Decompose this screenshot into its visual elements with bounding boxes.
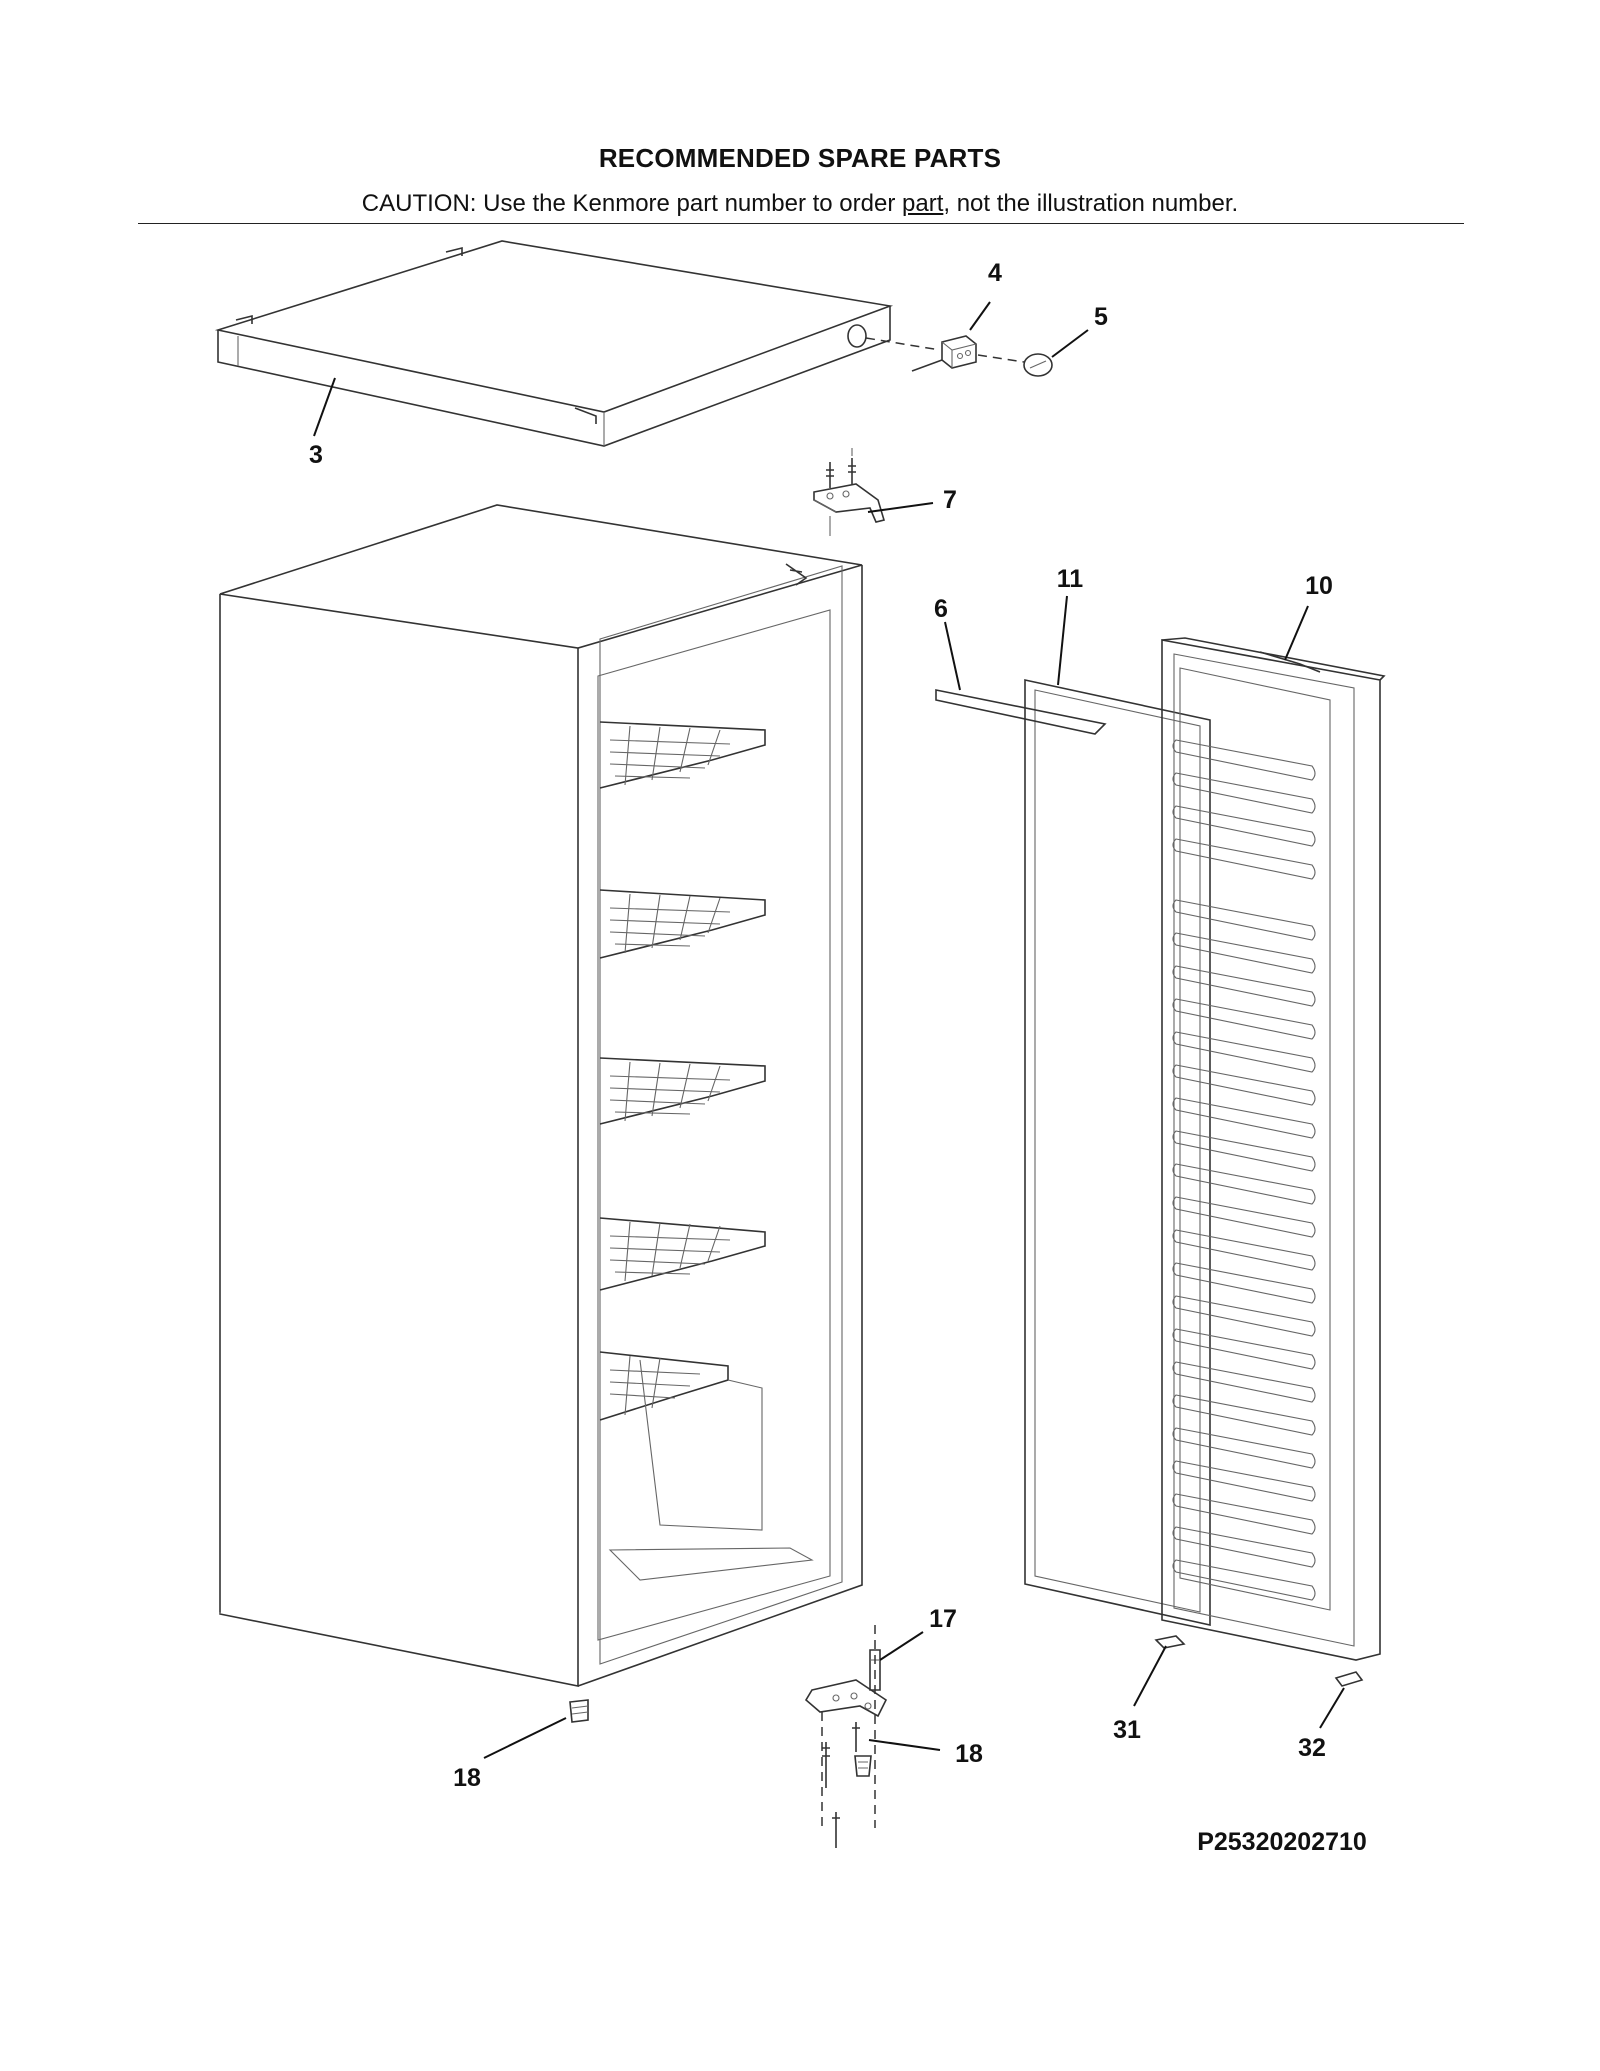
caution-text: CAUTION: Use the Kenmore part number to …: [361, 190, 902, 217]
wire-shelf: [599, 1351, 729, 1421]
door-rib: [1172, 1361, 1316, 1403]
door-rib: [1172, 932, 1316, 974]
caution-text-end: , not the illustration number.: [943, 190, 1239, 217]
callout-5: 5: [1094, 303, 1108, 331]
header-divider: [138, 223, 1464, 224]
door-rib: [1172, 838, 1316, 880]
leader-line: [969, 301, 991, 331]
wire-shelf: [599, 889, 766, 959]
door-rib: [1172, 899, 1316, 941]
cabinet-body: [219, 504, 863, 1687]
door-rib: [1172, 1229, 1316, 1271]
door-rib: [1172, 1196, 1316, 1238]
leader-line: [879, 1631, 924, 1661]
door-rib: [1172, 1427, 1316, 1469]
assembly-line: [865, 337, 941, 351]
leader-line: [868, 1739, 941, 1751]
door-gasket-part[interactable]: [1024, 679, 1211, 1626]
callout-17: 17: [929, 1605, 957, 1633]
door-rib: [1172, 1097, 1316, 1139]
hinge-screws: [822, 1722, 860, 1848]
callout-31: 31: [1113, 1716, 1141, 1744]
door-rib: [1172, 965, 1316, 1007]
top-cover-part[interactable]: [214, 240, 894, 447]
callout-18-cabinet: 18: [453, 1764, 481, 1792]
leveling-leg-part[interactable]: [854, 1755, 872, 1777]
door-rib: [1172, 1526, 1316, 1568]
leader-line: [1057, 595, 1068, 686]
callout-18-hinge: 18: [955, 1740, 983, 1768]
wire-shelf: [599, 1057, 766, 1125]
callout-3: 3: [309, 441, 323, 469]
thermostat-part[interactable]: [911, 335, 977, 372]
wire-shelf: [599, 1217, 766, 1291]
wire-shelf: [599, 721, 766, 789]
callout-7: 7: [943, 486, 957, 514]
door-rib: [1172, 1163, 1316, 1205]
document-number: P25320202710: [1197, 1828, 1367, 1856]
leader-line: [1284, 605, 1309, 661]
door-rib: [1172, 1031, 1316, 1073]
door-stop-bracket-part[interactable]: [1334, 1671, 1364, 1687]
door-rib: [1172, 805, 1316, 847]
top-hinge-part[interactable]: [813, 448, 886, 536]
door-rib: [1172, 1262, 1316, 1304]
door-liner-ribs: [1172, 739, 1316, 1601]
bottom-basket: [639, 1359, 763, 1531]
callout-10: 10: [1305, 572, 1333, 600]
callout-32: 32: [1298, 1734, 1326, 1762]
floor-rail: [608, 1547, 814, 1581]
door-rib: [1172, 1295, 1316, 1337]
door-rib: [1172, 772, 1316, 814]
bottom-hinge-part[interactable]: [804, 1679, 888, 1718]
knob-part[interactable]: [1023, 353, 1053, 377]
door-rib: [1172, 998, 1316, 1040]
door-rib: [1172, 1460, 1316, 1502]
door-rib: [1172, 1559, 1316, 1601]
callout-4: 4: [988, 259, 1002, 287]
callout-11: 11: [1057, 565, 1084, 593]
leveling-leg-part[interactable]: [569, 1699, 589, 1723]
leader-line: [867, 502, 934, 513]
leader-line: [1133, 1645, 1167, 1707]
part-link[interactable]: part: [902, 190, 944, 217]
page-title: RECOMMENDED SPARE PARTS: [598, 143, 1002, 173]
assembly-line: [977, 354, 1025, 363]
caution-note: CAUTION: Use the Kenmore part number to …: [0, 190, 1600, 218]
leader-line: [313, 377, 336, 437]
leader-line: [483, 1717, 567, 1759]
door-stop-bracket-part[interactable]: [1154, 1635, 1186, 1649]
door-rib: [1172, 739, 1316, 781]
door-strip-part[interactable]: [935, 689, 1107, 735]
leader-line: [1319, 1687, 1345, 1729]
callout-6: 6: [934, 595, 948, 623]
door-rib: [1172, 1493, 1316, 1535]
leader-line: [1051, 329, 1089, 358]
door-part[interactable]: [1161, 637, 1386, 1661]
door-rib: [1172, 1328, 1316, 1370]
door-rib: [1172, 1064, 1316, 1106]
door-rib: [1172, 1394, 1316, 1436]
door-rib: [1172, 1130, 1316, 1172]
leader-line: [944, 621, 961, 691]
